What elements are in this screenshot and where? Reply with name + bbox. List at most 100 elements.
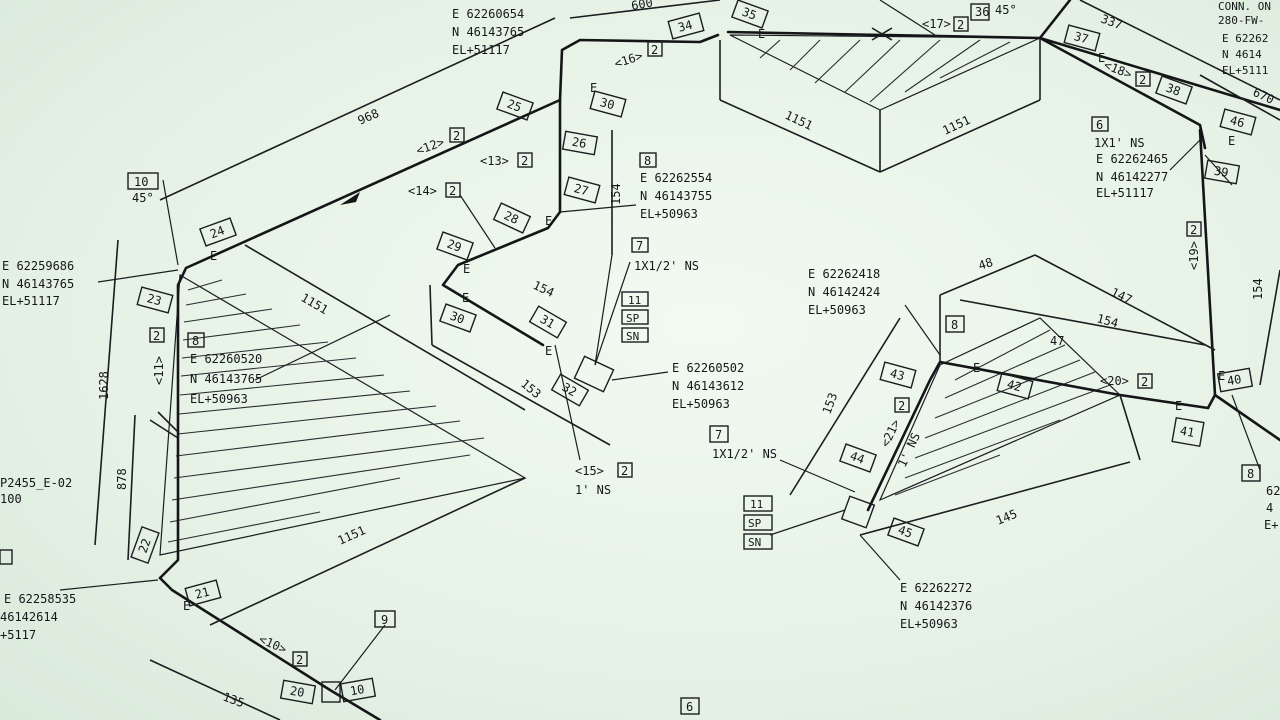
svg-text:45: 45 [896, 523, 914, 541]
svg-text:2: 2 [1141, 375, 1148, 389]
svg-text:25: 25 [505, 97, 523, 115]
node-28: 28 [492, 202, 532, 234]
node-29: 29 [435, 231, 475, 261]
nps-label-1: 1X1/2' NS [634, 259, 699, 273]
tag-10-top: 10 [134, 175, 148, 189]
svg-text:EL+51117: EL+51117 [1096, 186, 1154, 200]
svg-text:43: 43 [888, 366, 906, 383]
svg-text:62: 62 [1266, 484, 1280, 498]
valve-symbols [149, 27, 893, 703]
dim-968: 968 [356, 106, 382, 128]
svg-text:2: 2 [957, 18, 964, 32]
node-24: 24 [198, 217, 238, 247]
svg-text:E: E [545, 344, 552, 358]
svg-text:N 46142424: N 46142424 [808, 285, 880, 299]
coordinate-far-right: E 62262465 N 46142277 EL+51117 [1096, 152, 1168, 200]
svg-text:E 62262272: E 62262272 [900, 581, 972, 595]
dim-135: 135 [221, 690, 246, 711]
svg-text:E: E [183, 599, 190, 613]
svg-text:N 46142376: N 46142376 [900, 599, 972, 613]
svg-text:EL+50963: EL+50963 [900, 617, 958, 631]
coordinate-center: E 62262554 N 46143755 EL+50963 [640, 171, 712, 221]
dim-600: 600 [630, 0, 654, 13]
svg-text:E: E [462, 291, 469, 305]
svg-text:37: 37 [1072, 29, 1090, 46]
ref-16: <16> [613, 49, 645, 71]
svg-text:E: E [210, 249, 217, 263]
svg-text:2: 2 [1190, 223, 1197, 237]
svg-text:+5117: +5117 [0, 628, 36, 642]
dim-154-a: 154 [609, 183, 623, 205]
tag-7-center: 7 [636, 239, 643, 253]
ref-18: <18> [1102, 58, 1134, 82]
coordinate-top: E 62260654 N 46143765 EL+51117 [452, 7, 524, 57]
svg-text:E: E [1175, 399, 1182, 413]
svg-text:SN: SN [748, 536, 761, 549]
hatch-triangle-left [159, 273, 527, 556]
svg-text:20: 20 [289, 684, 306, 700]
svg-text:44: 44 [848, 449, 866, 467]
node-37: 37 [1063, 24, 1101, 52]
node-43: 43 [879, 361, 917, 389]
top-easting: E 62260654 [452, 7, 524, 21]
coordinate-left: E 62259686 N 46143765 EL+51117 [2, 259, 74, 308]
node-44: 44 [838, 443, 878, 473]
svg-text:35: 35 [740, 5, 758, 23]
node-21: 21 [184, 579, 222, 607]
ref-17: <17> [922, 17, 951, 31]
svg-text:280-FW-: 280-FW- [1218, 14, 1264, 27]
nps-label-3: 1X1' NS [1094, 136, 1145, 150]
dim-154-d: 154 [1251, 278, 1265, 300]
svg-text:23: 23 [145, 291, 163, 308]
dim-1151-c: 1151 [783, 108, 815, 133]
leader-lines [59, 0, 1261, 691]
svg-text:EL+50963: EL+50963 [640, 207, 698, 221]
tag-8-right: 8 [951, 318, 958, 332]
svg-text:11: 11 [750, 498, 763, 511]
node-30a: 30 [589, 90, 627, 118]
svg-text:EL+50963: EL+50963 [190, 392, 248, 406]
dim-147: 147 [1109, 285, 1135, 307]
dim-1628: 1628 [97, 371, 111, 400]
coordinate-right: E 62262418 N 46142424 EL+50963 [808, 267, 880, 317]
dim-154-b: 154 [531, 278, 557, 300]
svg-text:28: 28 [502, 208, 521, 227]
pipe-size-100: 100 [0, 492, 22, 506]
svg-text:36: 36 [975, 5, 989, 19]
svg-text:E 62260502: E 62260502 [672, 361, 744, 375]
svg-text:E+: E+ [1264, 518, 1278, 532]
ref-11: <11> [152, 356, 166, 385]
svg-text:46: 46 [1228, 113, 1246, 130]
dim-154-c: 154 [1095, 311, 1120, 330]
svg-text:E: E [758, 27, 765, 41]
tag-8-left: 8 [192, 334, 199, 348]
svg-text:39: 39 [1213, 164, 1230, 180]
dim-1151-d: 1151 [940, 113, 972, 138]
svg-text:2: 2 [1139, 73, 1146, 87]
ns-label-2: 1' NS [895, 431, 923, 470]
svg-text:CONN. ON: CONN. ON [1218, 0, 1271, 13]
angle-45-top: 45° [995, 3, 1017, 17]
node-41: 41 [1171, 416, 1205, 448]
node-22: 22 [130, 525, 160, 565]
pipe-runs [158, 0, 1280, 720]
svg-text:22: 22 [136, 537, 154, 555]
svg-text:E 62258535: E 62258535 [4, 592, 76, 606]
top-northing: N 46143765 [452, 25, 524, 39]
svg-text:2: 2 [521, 154, 528, 168]
svg-text:42: 42 [1005, 377, 1023, 394]
dim-47: 47 [1050, 334, 1064, 348]
ref-13: <13> [480, 154, 509, 168]
tag-sp-sn-right: 11 SP SN [743, 495, 773, 550]
svg-text:E: E [463, 262, 470, 276]
hatch-triangle-top [729, 34, 1041, 111]
ns-label-1: 1' NS [575, 483, 611, 497]
node-26: 26 [561, 130, 599, 156]
svg-text:E: E [1098, 51, 1105, 65]
dim-878: 878 [115, 468, 129, 490]
svg-text:2: 2 [621, 464, 628, 478]
ref-15: <15> [575, 464, 604, 478]
node-20: 20 [279, 679, 317, 705]
